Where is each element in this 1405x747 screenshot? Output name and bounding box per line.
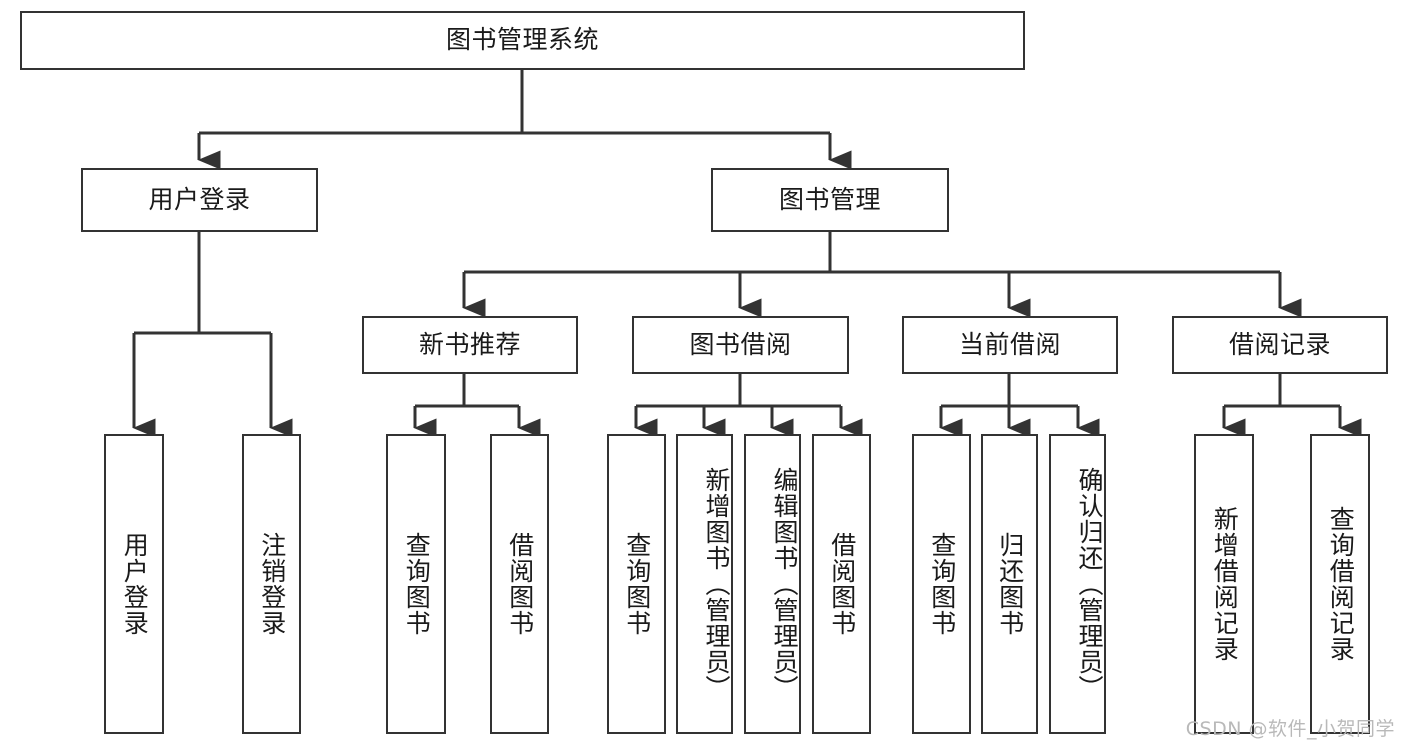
leaf-current-borrow-confirm-return-admin[interactable]: 确认归还（管理员） <box>1049 434 1106 734</box>
node-new-book-recommend[interactable]: 新书推荐 <box>362 316 578 374</box>
node-label: 借阅图书 <box>505 532 535 636</box>
leaf-book-borrow-add-book-admin[interactable]: 新增图书（管理员） <box>676 434 733 734</box>
node-label: 用户登录 <box>148 184 251 214</box>
node-label: 查询借阅记录 <box>1326 506 1356 662</box>
node-root-book-management-system[interactable]: 图书管理系统 <box>20 11 1025 70</box>
leaf-current-borrow-return-book[interactable]: 归还图书 <box>981 434 1038 734</box>
leaf-new-book-borrow-book[interactable]: 借阅图书 <box>490 434 549 734</box>
node-label: 借阅记录 <box>1228 329 1331 359</box>
leaf-book-borrow-edit-book-admin[interactable]: 编辑图书（管理员） <box>744 434 801 734</box>
node-label: 借阅图书 <box>827 532 857 636</box>
node-label: 查询图书 <box>402 532 432 636</box>
node-user-login[interactable]: 用户登录 <box>81 168 318 232</box>
node-current-borrow[interactable]: 当前借阅 <box>902 316 1118 374</box>
node-label: 图书管理 <box>778 184 881 214</box>
node-label: 查询图书 <box>622 532 652 636</box>
node-label: 新增图书（管理员） <box>702 467 731 701</box>
node-label: 用户登录 <box>120 532 150 636</box>
node-label: 新书推荐 <box>418 329 521 359</box>
node-label: 当前借阅 <box>958 329 1061 359</box>
node-book-borrow[interactable]: 图书借阅 <box>632 316 849 374</box>
leaf-borrow-record-query-record[interactable]: 查询借阅记录 <box>1310 434 1370 734</box>
leaf-user-login-login[interactable]: 用户登录 <box>104 434 164 734</box>
node-label: 注销登录 <box>257 532 287 636</box>
node-label: 编辑图书（管理员） <box>770 467 799 701</box>
node-label: 图书管理系统 <box>445 25 599 55</box>
node-label: 查询图书 <box>927 532 957 636</box>
leaf-book-borrow-borrow-book[interactable]: 借阅图书 <box>812 434 871 734</box>
leaf-user-login-logout[interactable]: 注销登录 <box>242 434 301 734</box>
node-label: 确认归还（管理员） <box>1075 467 1104 701</box>
node-book-management[interactable]: 图书管理 <box>711 168 949 232</box>
leaf-borrow-record-add-record[interactable]: 新增借阅记录 <box>1194 434 1254 734</box>
node-label: 图书借阅 <box>689 329 792 359</box>
leaf-book-borrow-query-book[interactable]: 查询图书 <box>607 434 666 734</box>
leaf-new-book-query-book[interactable]: 查询图书 <box>386 434 446 734</box>
node-borrow-record[interactable]: 借阅记录 <box>1172 316 1388 374</box>
node-label: 新增借阅记录 <box>1210 506 1240 662</box>
leaf-current-borrow-query-book[interactable]: 查询图书 <box>912 434 971 734</box>
watermark-text: CSDN @软件_小贺同学 <box>1185 718 1395 740</box>
node-label: 归还图书 <box>995 532 1025 636</box>
